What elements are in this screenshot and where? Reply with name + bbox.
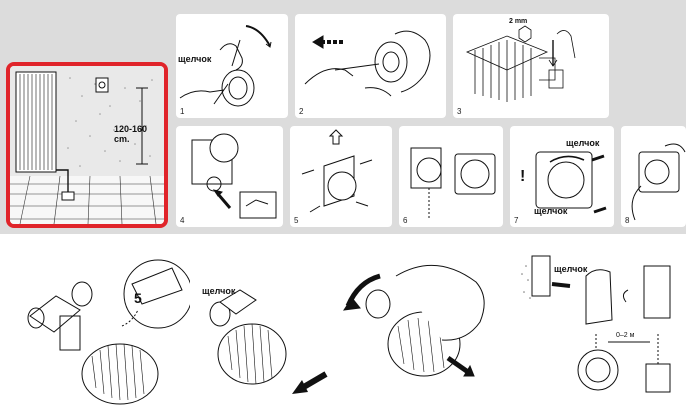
scale-digit: 5: [134, 290, 142, 306]
step-number: 7: [514, 216, 518, 225]
click-label: щелчок: [554, 264, 587, 274]
scale-alignment-illustration: 5: [10, 246, 190, 406]
step-number: 1: [180, 107, 184, 116]
step-number: 3: [457, 107, 461, 116]
step-number: 5: [294, 216, 298, 225]
hex-size-label: 2 mm: [509, 18, 527, 25]
remote-sensor-illustration: щелчок 0–2 м: [516, 246, 686, 409]
hand-install-illustration: [338, 246, 498, 406]
head-click-illustration: щелчок: [198, 270, 336, 406]
click-label-bottom: щелчок: [534, 206, 567, 216]
mounting-height-label: 120-160 cm.: [114, 124, 164, 144]
click-label: щелчок: [202, 286, 235, 296]
step-panel-3: 2 mm 3: [453, 14, 609, 118]
click-label: щелчок: [178, 54, 211, 64]
step-panel-4: 4: [176, 126, 283, 227]
warning-mark: !: [520, 168, 525, 186]
step-panel-1: щелчок 1: [176, 14, 288, 118]
mounting-height-illustration: 120-160 cm.: [6, 62, 168, 228]
distance-label: 0–2 м: [616, 332, 634, 339]
click-label-top: щелчок: [566, 138, 599, 148]
step-number: 4: [180, 216, 184, 225]
step-panel-8: 8: [621, 126, 686, 227]
step-panel-5: 5: [290, 126, 392, 227]
step-number: 8: [625, 216, 629, 225]
step-number: 6: [403, 216, 407, 225]
step-panel-2: 2: [295, 14, 446, 118]
step-panel-6: 6: [399, 126, 503, 227]
step-number: 2: [299, 107, 303, 116]
step-panel-7: щелчок щелчок ! 7: [510, 126, 614, 227]
